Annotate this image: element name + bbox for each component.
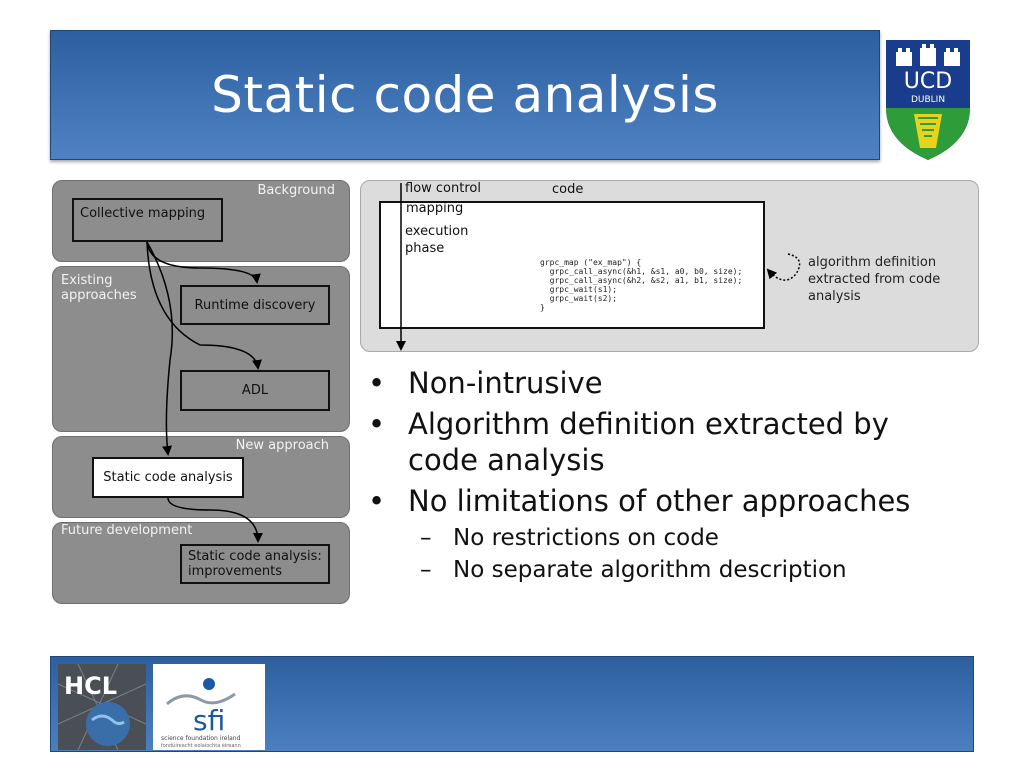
flow-control-label: flow control bbox=[405, 181, 481, 196]
panel-label-existing-approaches: Existing approaches bbox=[61, 273, 137, 303]
panel-label-new-approach: New approach bbox=[235, 438, 329, 453]
execution-phase-label: execution phase bbox=[405, 224, 469, 256]
sfi-logo-line1: science foundation ireland bbox=[161, 735, 241, 742]
code-snippet: grpc_map ("ex_map") { grpc_call_async(&h… bbox=[540, 258, 743, 312]
dash-mark: – bbox=[420, 525, 432, 551]
sub-bullet-no-separate-description: – No separate algorithm description bbox=[420, 557, 847, 583]
bullet-list: • Non-intrusive • Algorithm definition e… bbox=[366, 365, 966, 584]
sfi-logo-mark: sfi science foundation ireland fondúirea… bbox=[161, 678, 241, 749]
ucd-logo: UCD DUBLIN bbox=[886, 40, 970, 160]
code-label: code bbox=[552, 182, 584, 197]
sfi-logo-text: sfi bbox=[193, 704, 225, 737]
globe-icon bbox=[86, 702, 130, 746]
bullet-non-intrusive: • Non-intrusive bbox=[368, 366, 603, 400]
bullet-mark: • bbox=[368, 366, 386, 400]
castle-icon bbox=[896, 44, 960, 66]
bullet-mark: • bbox=[368, 407, 386, 441]
algorithm-definition-note: algorithm definition extracted from code… bbox=[808, 255, 941, 304]
bullet-algorithm-definition: • Algorithm definition extracted by code… bbox=[368, 407, 889, 477]
hcl-logo-text: HCL bbox=[64, 672, 117, 700]
header-bar bbox=[50, 30, 880, 160]
panel-label-background: Background bbox=[257, 183, 335, 198]
ucd-logo-subtext: DUBLIN bbox=[911, 95, 945, 105]
panel-label-future-development: Future development bbox=[61, 523, 193, 538]
mapping-label: mapping bbox=[406, 201, 464, 216]
box-static-code-analysis-improvements: Static code analysis: improvements bbox=[180, 544, 330, 584]
sub-bullet-no-restrictions: – No restrictions on code bbox=[420, 525, 719, 551]
slide-title: Static code analysis bbox=[211, 66, 719, 124]
box-runtime-discovery: Runtime discovery bbox=[180, 285, 330, 325]
dash-mark: – bbox=[420, 557, 432, 583]
box-adl: ADL bbox=[180, 370, 330, 411]
ucd-logo-text: UCD bbox=[904, 69, 952, 94]
sfi-logo-line2: fondúireacht eolaíochta éireann bbox=[161, 742, 241, 749]
hcl-logo: HCL bbox=[58, 664, 146, 750]
box-static-code-analysis: Static code analysis bbox=[92, 457, 244, 498]
bullet-mark: • bbox=[368, 484, 386, 518]
code-box bbox=[379, 201, 765, 329]
bullet-no-limitations: • No limitations of other approaches bbox=[368, 484, 911, 518]
sfi-logo: sfi science foundation ireland fondúirea… bbox=[153, 664, 265, 750]
box-collective-mapping: Collective mapping bbox=[72, 198, 223, 242]
harp-icon bbox=[914, 114, 942, 148]
